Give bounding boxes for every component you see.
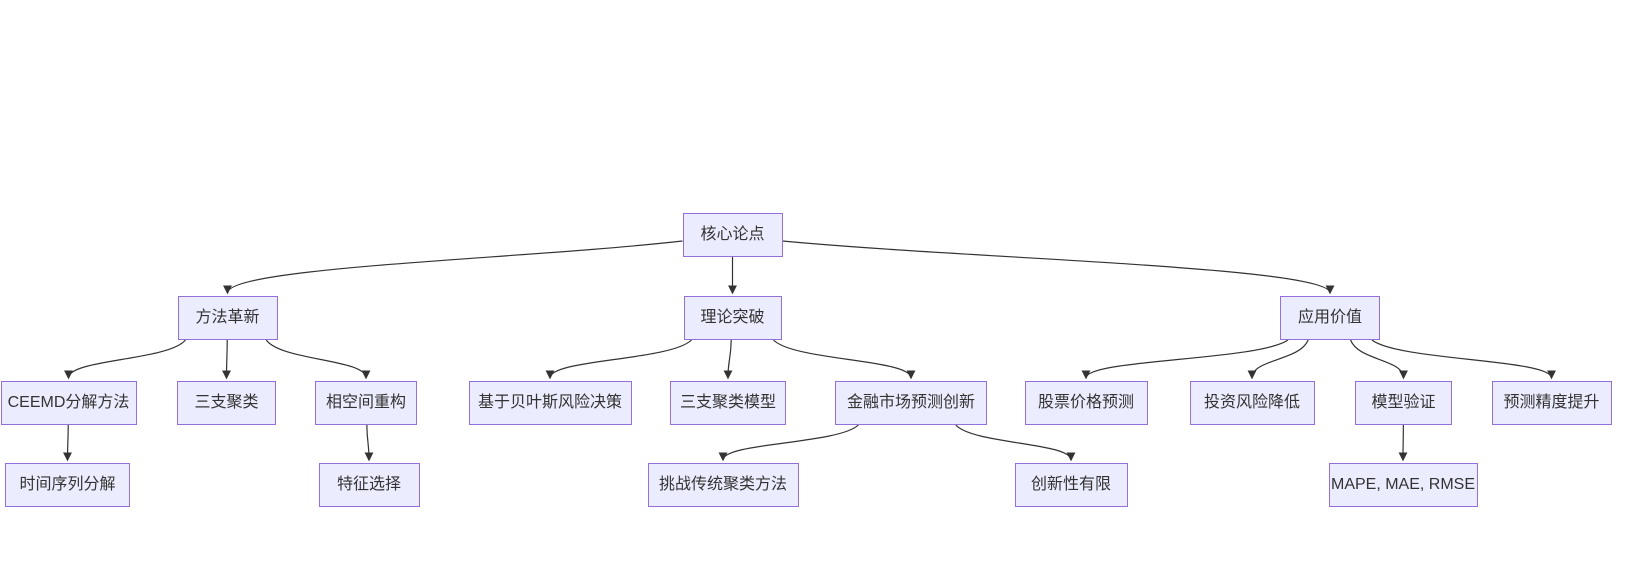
- node-finance: 金融市场预测创新: [835, 381, 987, 425]
- edge-finance-challenge: [718, 424, 859, 462]
- edge-phase-feature: [364, 424, 374, 462]
- node-label: 基于贝叶斯风险决策: [477, 394, 622, 411]
- node-validation: 模型验证: [1355, 381, 1452, 425]
- edge-theory-finance: [773, 339, 916, 380]
- node-label: 特征选择: [336, 476, 401, 493]
- edge-core-application: [782, 240, 1335, 295]
- node-bayes: 基于贝叶斯风险决策: [468, 381, 632, 425]
- node-label: 挑战传统聚类方法: [658, 476, 787, 493]
- node-label: 相空间重构: [325, 394, 406, 411]
- node-stock: 股票价格预测: [1024, 381, 1148, 425]
- node-core: 核心论点: [682, 213, 783, 257]
- node-label: 理论突破: [700, 309, 765, 326]
- edge-theory-bayes: [545, 339, 692, 380]
- node-label: 三支聚类: [194, 394, 259, 411]
- node-risk: 投资风险降低: [1189, 381, 1315, 425]
- edge-application-validation: [1350, 339, 1408, 380]
- node-challenge: 挑战传统聚类方法: [647, 463, 799, 507]
- node-label: 核心论点: [700, 226, 765, 243]
- node-label: 股票价格预测: [1037, 394, 1134, 411]
- node-method: 方法革新: [177, 296, 278, 340]
- node-mape: MAPE, MAE, RMSE: [1328, 463, 1478, 507]
- node-feature: 特征选择: [318, 463, 420, 507]
- edge-application-accuracy: [1371, 339, 1556, 380]
- node-limited: 创新性有限: [1014, 463, 1128, 507]
- node-label: 应用价值: [1297, 309, 1362, 326]
- node-three_way_model: 三支聚类模型: [670, 381, 786, 425]
- edges-group: [63, 240, 1556, 462]
- node-timeseries: 时间序列分解: [5, 463, 130, 507]
- node-label: 投资风险降低: [1203, 394, 1300, 411]
- edge-method-phase: [265, 339, 371, 380]
- edge-method-three_way: [222, 339, 232, 380]
- node-ceemd: CEEMD分解方法: [0, 381, 137, 425]
- node-three_way: 三支聚类: [177, 381, 276, 425]
- node-label: 三支聚类模型: [679, 394, 776, 411]
- node-label: 金融市场预测创新: [846, 394, 975, 411]
- node-label: 创新性有限: [1030, 476, 1111, 493]
- node-theory: 理论突破: [683, 296, 782, 340]
- edge-finance-limited: [955, 424, 1076, 462]
- node-accuracy: 预测精度提升: [1491, 381, 1612, 425]
- edge-application-risk: [1247, 339, 1309, 380]
- node-label: 预测精度提升: [1503, 394, 1600, 411]
- edge-theory-three_way_model: [723, 339, 733, 380]
- edge-ceemd-timeseries: [63, 424, 73, 462]
- node-phase: 相空间重构: [315, 381, 417, 425]
- node-label: 时间序列分解: [19, 476, 116, 493]
- edge-application-stock: [1081, 339, 1289, 380]
- node-label: MAPE, MAE, RMSE: [1330, 476, 1476, 493]
- node-label: 模型验证: [1371, 394, 1436, 411]
- node-label: CEEMD分解方法: [7, 394, 130, 411]
- node-application: 应用价值: [1280, 296, 1380, 340]
- node-label: 方法革新: [195, 309, 260, 326]
- edge-method-ceemd: [64, 339, 186, 380]
- edge-core-method: [223, 240, 683, 295]
